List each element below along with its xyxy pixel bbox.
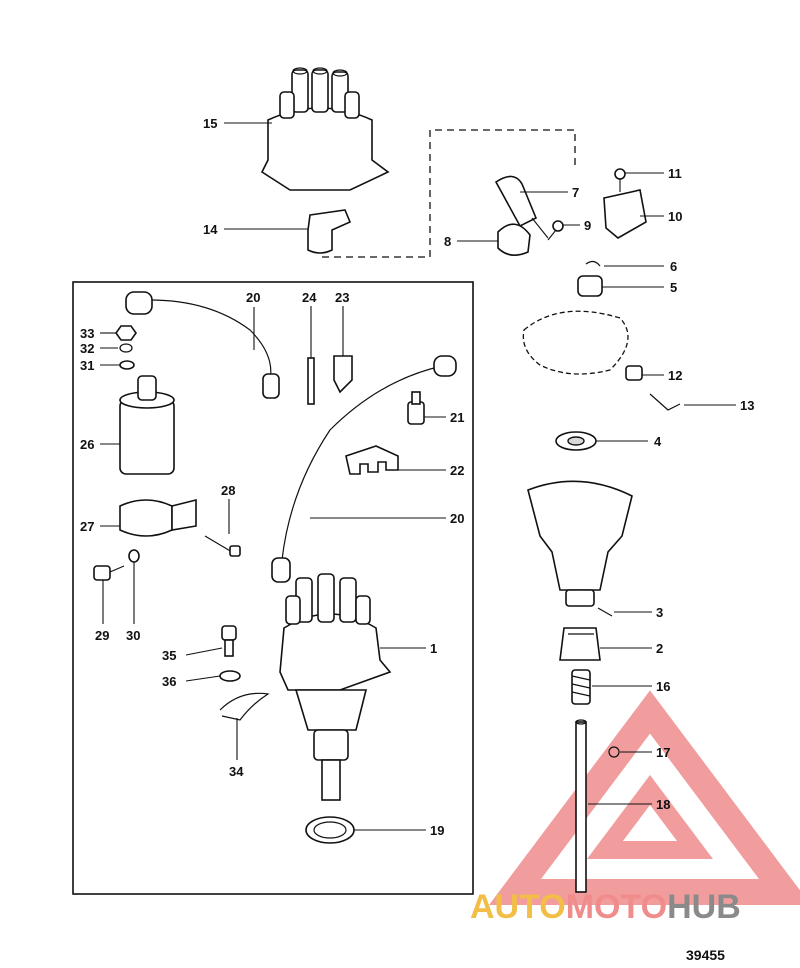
part-o-ring <box>305 816 355 844</box>
part-cam-12 <box>625 365 643 381</box>
callout-32: 32 <box>80 341 94 356</box>
callout-1: 1 <box>430 641 437 656</box>
callout-19: 19 <box>430 823 444 838</box>
part-rotor <box>307 209 352 254</box>
callout-17: 17 <box>656 745 670 760</box>
part-condenser-bracket <box>497 223 531 256</box>
callout-labels: 15 14 7 8 9 10 11 6 5 12 13 4 3 2 16 17 … <box>80 116 754 838</box>
callout-12: 12 <box>668 368 682 383</box>
part-bolt-29 <box>93 565 125 581</box>
callout-26: 26 <box>80 437 94 452</box>
callout-30: 30 <box>126 628 140 643</box>
watermark-inner-triangle <box>587 775 713 859</box>
dashed-group-outline <box>322 129 576 258</box>
callout-36: 36 <box>162 674 176 689</box>
callout-29: 29 <box>95 628 109 643</box>
callout-22: 22 <box>450 463 464 478</box>
part-clamp-34 <box>219 692 270 721</box>
callout-24: 24 <box>302 290 317 305</box>
callout-15: 15 <box>203 116 217 131</box>
callout-13: 13 <box>740 398 754 413</box>
callout-10: 10 <box>668 209 682 224</box>
part-washer-31 <box>119 360 135 370</box>
part-shaft-18 <box>575 719 587 893</box>
callout-6: 6 <box>670 259 677 274</box>
part-washer-30 <box>128 549 140 563</box>
callout-23: 23 <box>335 290 349 305</box>
inset-frame <box>72 281 474 895</box>
callout-20-lower: 20 <box>450 511 464 526</box>
callout-28: 28 <box>221 483 235 498</box>
callout-20-upper: 20 <box>246 290 260 305</box>
part-wire-separator <box>345 445 399 475</box>
callout-8: 8 <box>444 234 451 249</box>
part-distributor-assembly <box>279 573 392 801</box>
part-contact-points <box>603 189 647 239</box>
part-ignition-coil <box>119 375 175 475</box>
part-breaker-plate <box>522 310 629 375</box>
callout-9: 9 <box>584 218 591 233</box>
callout-34: 34 <box>229 764 244 779</box>
part-wick-5 <box>577 275 603 297</box>
callout-3: 3 <box>656 605 663 620</box>
svg-text:AUTOMOTOHUB: AUTOMOTOHUB <box>470 888 741 926</box>
callout-11: 11 <box>668 166 682 181</box>
part-washer-36 <box>219 670 241 682</box>
callout-2: 2 <box>656 641 663 656</box>
part-spring-16 <box>571 669 591 705</box>
part-terminal-23 <box>333 355 353 394</box>
callout-14: 14 <box>203 222 218 237</box>
part-bolt-35 <box>221 625 237 657</box>
part-roll-pin-3 <box>597 607 613 617</box>
callout-33: 33 <box>80 326 94 341</box>
callout-4: 4 <box>654 434 662 449</box>
leader-lines <box>100 122 736 831</box>
callout-21: 21 <box>450 410 464 425</box>
part-condenser <box>494 175 549 239</box>
watermark-logo <box>489 690 800 905</box>
part-distributor-housing <box>527 480 633 607</box>
part-distributor-cap-top <box>260 67 390 191</box>
part-coil-lead-wire <box>125 291 280 399</box>
part-spark-plug <box>407 391 425 425</box>
callout-7: 7 <box>572 185 579 200</box>
watermark-auto: AUTO <box>470 888 566 926</box>
part-clip-17 <box>608 746 620 758</box>
part-screw-11 <box>614 168 626 192</box>
callout-31: 31 <box>80 358 94 373</box>
callout-18: 18 <box>656 797 670 812</box>
part-nut-33 <box>115 325 137 341</box>
part-washer-32 <box>119 343 133 353</box>
callout-27: 27 <box>80 519 94 534</box>
part-clip-6 <box>585 260 601 267</box>
callout-16: 16 <box>656 679 670 694</box>
part-stud-24 <box>307 357 315 405</box>
part-bolt-28 <box>204 535 241 557</box>
watermark-wordmark: AUTOMOTOHUB <box>470 888 741 926</box>
watermark-hub: HUB <box>667 888 741 926</box>
part-screw-9 <box>547 220 564 241</box>
callout-5: 5 <box>670 280 677 295</box>
callout-35: 35 <box>162 648 176 663</box>
part-coil-bracket <box>119 498 197 537</box>
part-lead-13 <box>649 393 681 411</box>
part-plug-lead-wire <box>271 355 457 583</box>
figure-number: 39455 <box>686 947 725 963</box>
part-seal-4 <box>555 431 597 451</box>
part-gear-2 <box>559 627 601 661</box>
watermark-moto: MOTO <box>566 888 667 926</box>
